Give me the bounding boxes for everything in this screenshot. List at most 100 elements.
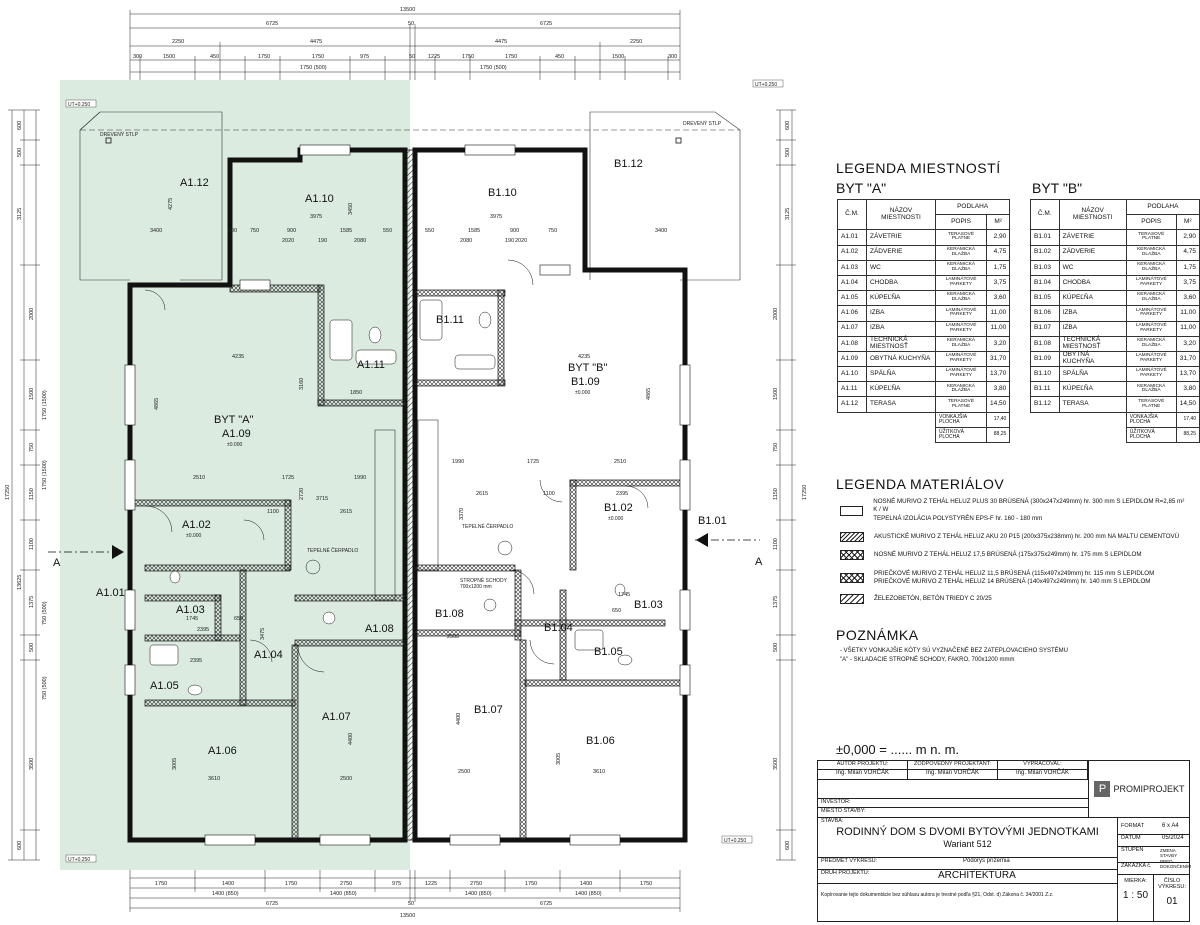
predmet-value: Pôdorys prízemia xyxy=(963,858,1010,864)
svg-text:2080: 2080 xyxy=(354,238,366,244)
room-b1-12: B1.12 xyxy=(614,158,643,170)
svg-text:50: 50 xyxy=(408,901,414,907)
cell-floor: LAMINÁTOVÉ PARKETY xyxy=(1125,274,1177,292)
svg-text:4235: 4235 xyxy=(578,354,590,360)
svg-text:1750 (500): 1750 (500) xyxy=(480,65,507,71)
room-a1-07: A1.07 xyxy=(322,711,351,723)
cell-name: ZÁDVERIE xyxy=(866,244,936,261)
cell-floor: LAMINÁTOVÉ PARKETY xyxy=(1125,320,1177,337)
svg-text:2250: 2250 xyxy=(630,39,642,45)
cell-area: 14,50 xyxy=(1175,396,1200,413)
room-a1-08: A1.08 xyxy=(365,623,394,635)
title-block: AUTOR PROJEKTU: ZODPOVEDNÝ PROJEKTANT: V… xyxy=(817,760,1191,922)
cell-area: 11,00 xyxy=(985,320,1011,337)
svg-text:1500: 1500 xyxy=(29,388,35,400)
cell-name: IZBA xyxy=(866,320,936,337)
cell-area: 3,80 xyxy=(1175,381,1200,398)
cell-code: A1.02 xyxy=(837,244,867,261)
svg-text:2395: 2395 xyxy=(197,627,209,633)
autor-value: Ing. Milan VORČÁK xyxy=(835,770,890,776)
cell-code: B1.04 xyxy=(1030,274,1060,292)
svg-text:1750: 1750 xyxy=(640,881,652,887)
svg-text:±0.000: ±0.000 xyxy=(608,516,623,522)
cell-area: 1,75 xyxy=(1175,259,1200,276)
svg-text:4475: 4475 xyxy=(495,39,507,45)
room-b1-08: B1.08 xyxy=(435,608,464,620)
svg-text:600: 600 xyxy=(785,121,791,130)
cell-code: A1.08 xyxy=(837,335,867,352)
legend-table-b: Č.M. NÁZOV MIESTNOSTI PODLAHA POPIS M² B… xyxy=(1030,198,1200,444)
dimension-text-left: 17250 600 500 3125 2000 1500 750 1150 11… xyxy=(5,121,48,850)
svg-text:1725: 1725 xyxy=(527,459,539,465)
interior-walls-b xyxy=(414,289,686,841)
cell-name: SPÁLŇA xyxy=(1058,366,1127,383)
cell-code: B1.07 xyxy=(1030,320,1060,337)
room-b1-02: B1.02 xyxy=(604,502,633,514)
sum-label: ÚŽITKOVÁ PLOCHA xyxy=(935,426,987,444)
svg-text:4475: 4475 xyxy=(310,39,322,45)
logo-text: PROMIPROJEKT xyxy=(1113,784,1185,794)
sum-label: ÚŽITKOVÁ PLOCHA xyxy=(1125,426,1177,444)
cell-name: OBYTNÁ KUCHYŇA xyxy=(1058,350,1127,368)
copyright-note: Kopírovanie tejto dokumentácie bez súhla… xyxy=(818,884,1118,922)
legend-byt-a-title: BYT "A" xyxy=(836,180,887,196)
cell-code: B1.02 xyxy=(1030,244,1060,261)
svg-text:1750: 1750 xyxy=(285,881,297,887)
cell-code: A1.07 xyxy=(837,320,867,337)
svg-text:550: 550 xyxy=(425,228,434,234)
cell-area: 3,60 xyxy=(1175,290,1200,307)
cell-code: B1.03 xyxy=(1030,259,1060,276)
dimension-lines-bottom xyxy=(129,870,681,912)
investor-label: INVESTOR: xyxy=(821,799,851,805)
material-swatch xyxy=(840,505,864,516)
room-a1-05: A1.05 xyxy=(150,680,179,692)
room-a1-06: A1.06 xyxy=(208,745,237,757)
svg-text:±0.000: ±0.000 xyxy=(575,390,590,396)
svg-text:750 (500): 750 (500) xyxy=(42,676,48,700)
cell-area: 2,90 xyxy=(1175,229,1200,246)
druh-value: ARCHITEKTÚRA xyxy=(938,870,1016,881)
svg-text:1400 (850): 1400 (850) xyxy=(575,891,602,897)
note-line-2: "A" - SKLADACIE STROPNÉ SCHODY, FAKRO, 7… xyxy=(840,656,1015,663)
room-b1-10: B1.10 xyxy=(488,187,517,199)
company-logo: P PROMIPROJEKT xyxy=(1088,761,1190,818)
room-b1-04: B1.04 xyxy=(544,622,573,634)
vypracoval-label: VYPRACOVAL: xyxy=(1023,761,1062,767)
svg-text:3975: 3975 xyxy=(490,214,502,220)
svg-text:1750 (1500): 1750 (1500) xyxy=(42,390,48,420)
cell-area: 1,75 xyxy=(985,259,1011,276)
svg-text:1850: 1850 xyxy=(350,390,362,396)
cell-floor: TERASOVÉ PLATNE xyxy=(935,229,987,246)
note-title: POZNÁMKA xyxy=(836,627,919,643)
byt-a-highlight xyxy=(60,80,410,870)
miesto-label: MIESTO STAVBY: xyxy=(821,808,866,814)
svg-text:1990: 1990 xyxy=(452,459,464,465)
svg-text:500: 500 xyxy=(29,643,35,652)
byt-b-label: BYT "B" xyxy=(568,362,607,374)
svg-text:2615: 2615 xyxy=(340,509,352,515)
cell-area: 3,20 xyxy=(985,335,1011,352)
svg-text:6725: 6725 xyxy=(540,21,552,27)
heat-pump-label-b: TEPELNÉ ČERPADLO xyxy=(462,523,513,530)
cell-name: OBYTNÁ KUCHYŇA xyxy=(866,350,936,368)
cell-name: TECHNICKÁ MIESTNOSŤ xyxy=(866,335,936,352)
svg-text:UT+0.250: UT+0.250 xyxy=(724,838,746,844)
wooden-posts xyxy=(105,137,682,144)
svg-text:550: 550 xyxy=(383,228,392,234)
svg-text:50: 50 xyxy=(409,54,415,60)
cell-code: A1.11 xyxy=(837,381,867,398)
cell-floor: LAMINÁTOVÉ PARKETY xyxy=(935,350,987,368)
material-item: AKUSTICKÉ MURIVO Z TEHÁL HELUZ AKU 20 P1… xyxy=(840,532,1179,542)
cell-floor: KERAMICKÁ DLAŽBA xyxy=(1125,335,1177,352)
svg-text:1750: 1750 xyxy=(462,54,474,60)
cell-name: ZÁVETRIE xyxy=(1058,229,1127,246)
legend-table-a: Č.M. NÁZOV MIESTNOSTI PODLAHA POPIS M² A… xyxy=(837,198,1011,444)
svg-text:3610: 3610 xyxy=(208,776,220,782)
svg-text:50: 50 xyxy=(408,21,414,27)
svg-text:190: 190 xyxy=(318,238,327,244)
svg-text:2000: 2000 xyxy=(773,308,779,320)
